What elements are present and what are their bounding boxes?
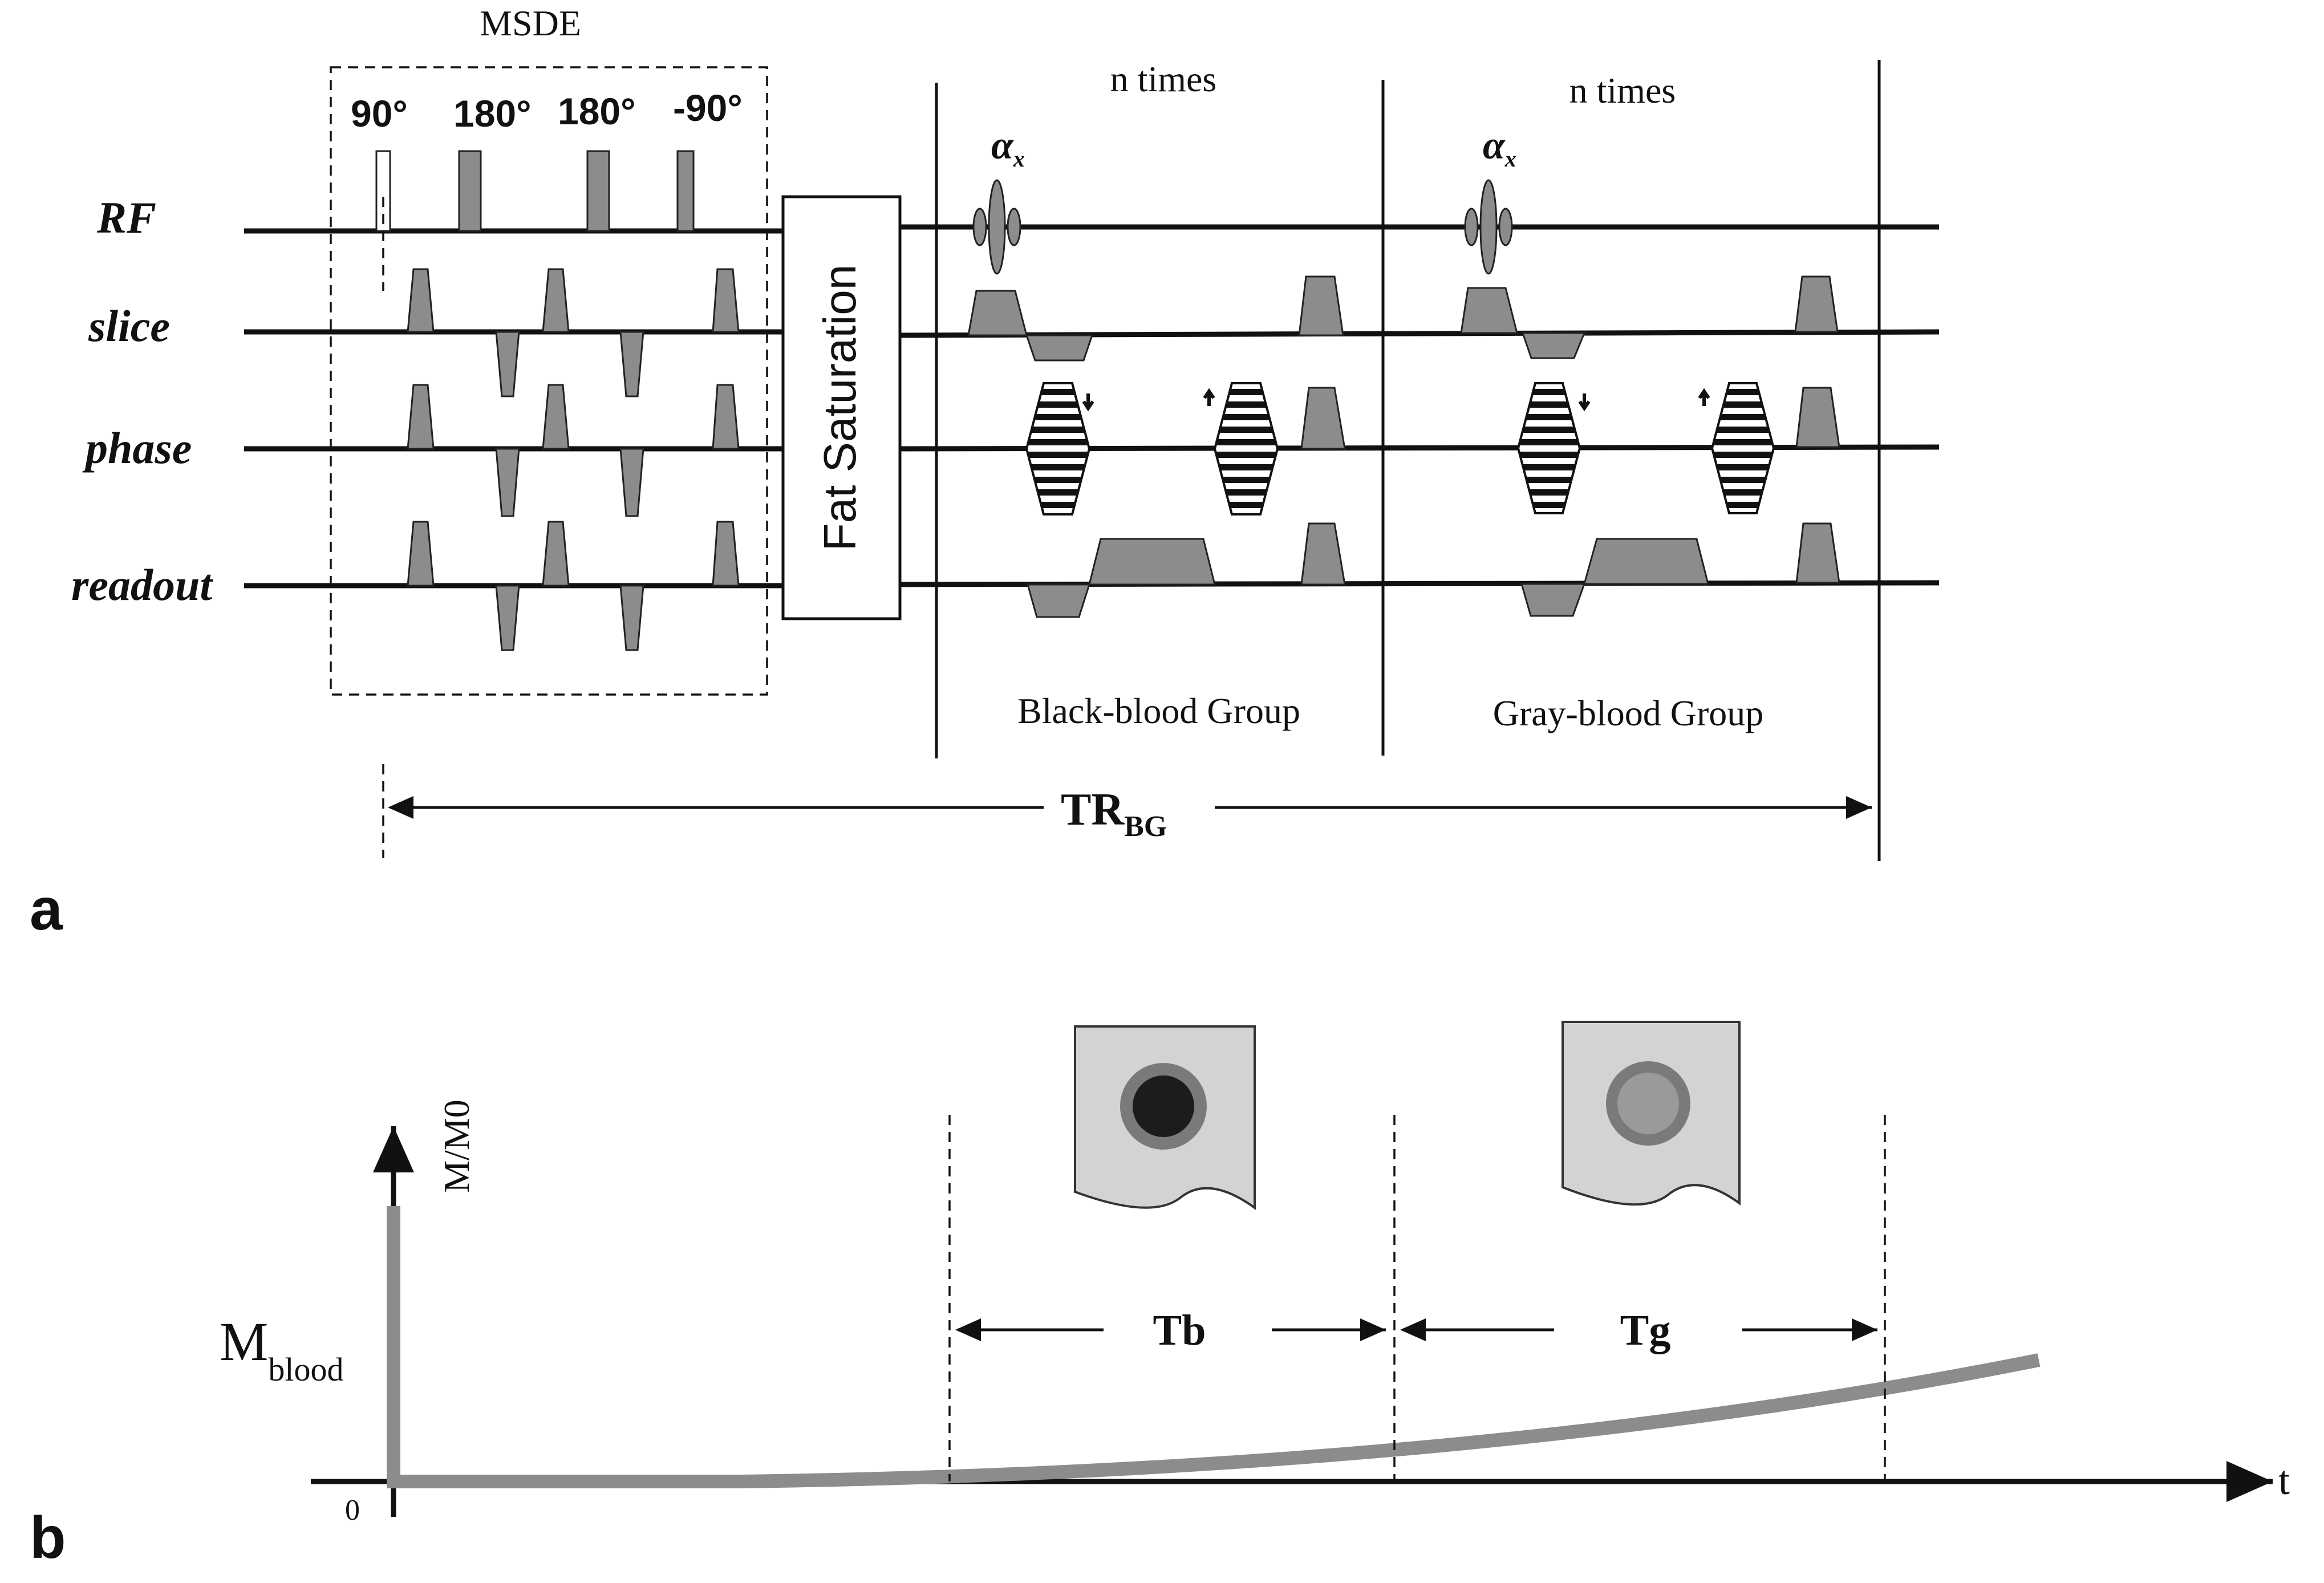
black-slice-spoiler [1298,275,1344,336]
readout-gradient-neg-2 [619,585,644,651]
rf-pulse-180-a [458,150,482,232]
phase-gradient-pos-2 [542,384,570,450]
readout-gradient-pos-3 [712,521,740,587]
black-readout-prephase [1027,583,1091,618]
rf-pulse-neg90 [676,150,695,232]
slice-gradient-pos-3 [712,268,740,333]
gray-slice-select [1460,287,1518,334]
black-phase-rewind [1213,382,1279,516]
black-readout-spoiler [1300,522,1346,586]
flip-angle-180-b: 180° [558,90,636,132]
alpha-pulse-black [972,179,1021,275]
gray-slice-spoiler [1794,275,1839,333]
axis-label-phase: phase [82,423,192,473]
panel-a: MSDE 90° 180° 180° -90° RF slice phase r… [30,3,1940,943]
gray-readout-prephase [1520,583,1586,617]
phase-gradient-neg-2 [619,448,644,517]
black-phase-spoiler [1300,387,1346,450]
gray-phase-down-arrow-icon [1578,393,1591,412]
origin-label: 0 [345,1494,360,1527]
flip-angle-180-a: 180° [453,92,532,135]
gray-readout-gradient [1583,538,1709,585]
slice-gradient-pos-2 [542,268,570,333]
fat-saturation-box [781,195,902,620]
panel-b: M/M0 t 0 Mblood Tb Tg b [30,1021,2290,1571]
tg-label: Tg [1620,1306,1671,1354]
gray-phase-up-arrow-icon [1698,388,1710,406]
gray-phase-encode [1516,382,1581,514]
gray-slice-rewind [1521,332,1586,359]
gray-blood-group-label: Gray-blood Group [1493,693,1764,733]
tb-label: Tb [1153,1306,1206,1354]
alpha-label-black: αx [991,124,1025,172]
gray-readout-spoiler [1795,522,1840,584]
flip-angle-neg90: -90° [673,87,743,129]
black-blood-group-label: Black-blood Group [1017,691,1300,731]
panel-b-letter: b [30,1505,66,1571]
readout-gradient-pos-2 [542,521,570,587]
black-slice-select [967,290,1028,336]
slice-gradient-neg-1 [495,331,520,397]
m-blood-label: Mblood [220,1311,343,1388]
slice-gradient-pos-1 [407,268,435,333]
axis-label-slice: slice [88,301,170,351]
black-group-repeat-label: n times [1110,59,1217,99]
msde-label: MSDE [480,3,581,43]
phase-gradient-neg-1 [495,448,520,517]
gray-phase-spoiler [1795,387,1840,448]
black-phase-encode [1025,382,1091,516]
phase-gradient-pos-3 [712,384,740,450]
black-slice-rewind [1025,334,1094,362]
msde-box [330,66,768,696]
axis-label-rf: RF [96,193,156,242]
slice-gradient-neg-2 [619,331,644,397]
gray-blood-vessel-image [1561,1021,1741,1206]
flip-angle-90: 90° [351,92,408,135]
black-phase-up-arrow-icon [1203,388,1215,406]
alpha-label-gray: αx [1483,124,1516,172]
y-axis-label: M/M0 [436,1099,477,1193]
panel-a-letter: a [30,876,63,943]
black-phase-down-arrow-icon [1082,393,1094,412]
blood-magnetization-curve [387,1206,2041,1488]
tr-bg-label: TRBG [1061,785,1167,843]
x-axis-label: t [2278,1458,2290,1503]
phase-gradient-pos-1 [407,384,435,450]
readout-gradient-neg-1 [495,585,520,651]
axis-label-readout: readout [71,560,213,610]
black-blood-vessel-image [1074,1025,1256,1210]
alpha-pulse-gray [1464,179,1513,275]
rf-pulse-180-b [586,150,610,232]
gray-group-repeat-label: n times [1569,70,1676,111]
black-readout-gradient [1088,538,1216,586]
readout-gradient-pos-1 [407,521,435,587]
fat-saturation-label: Fat Saturation [814,265,865,551]
gray-phase-rewind [1710,382,1775,514]
